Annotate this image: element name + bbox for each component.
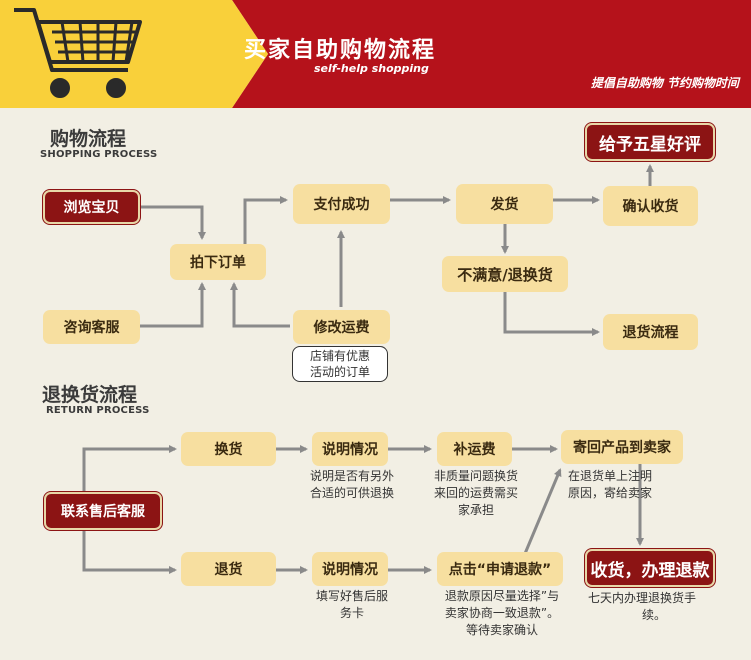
return-node: 退货 <box>181 552 276 586</box>
explain-exchange-node: 说明情况 <box>312 432 388 466</box>
page-title: 买家自助购物流程 <box>244 38 437 63</box>
return-section-subtitle: RETURN PROCESS <box>46 405 150 416</box>
ship-node: 发货 <box>456 184 553 224</box>
extra-shipping-node: 补运费 <box>437 432 512 466</box>
banner-graphic <box>0 0 751 108</box>
exchange-node: 换货 <box>181 432 276 466</box>
slogan: 提倡自助购物 节约购物时间 <box>590 76 739 90</box>
page-subtitle: self-help shopping <box>314 62 429 75</box>
shopping-section-title: 购物流程 <box>50 128 127 150</box>
header-banner: 买家自助购物流程 self-help shopping 提倡自助购物 节约购物时… <box>0 0 751 108</box>
apply-refund-node: 点击“申请退款” <box>437 552 563 586</box>
apply-refund-note: 退款原因尽量选择”与 卖家协商一致退款”。 等待卖家确认 <box>444 589 560 637</box>
receive-refund-note: 七天内办理退换货手 续。 <box>588 591 697 622</box>
explain-exchange-note: 说明是否有另外 合适的可供退换 <box>309 469 394 500</box>
shopping-cart-icon <box>14 8 142 98</box>
explain-return-note: 填写好售后服 务卡 <box>315 589 388 620</box>
send-back-node: 寄回产品到卖家 <box>561 430 683 464</box>
five-star-review-node: 给予五星好评 <box>585 123 715 161</box>
send-back-note: 在退货单上注明 原因，寄给卖家 <box>568 469 653 500</box>
extra-shipping-note: 非质量问题换货 来回的运费需买 家承担 <box>433 469 518 517</box>
refund-process-node: 退货流程 <box>603 314 698 350</box>
receive-refund-node: 收货，办理退款 <box>585 549 715 587</box>
browse-item-node: 浏览宝贝 <box>43 190 140 224</box>
modify-shipping-note: 店铺有优惠 活动的订单 <box>292 346 388 382</box>
shopping-section-subtitle: SHOPPING PROCESS <box>40 149 158 160</box>
confirm-receipt-node: 确认收货 <box>603 186 698 226</box>
payment-success-node: 支付成功 <box>293 184 390 224</box>
consult-service-node: 咨询客服 <box>43 310 140 344</box>
explain-return-node: 说明情况 <box>312 552 388 586</box>
modify-shipping-node: 修改运费 <box>293 310 390 344</box>
return-section-title: 退换货流程 <box>42 384 138 406</box>
place-order-node: 拍下订单 <box>170 244 266 280</box>
contact-aftersales-node: 联系售后客服 <box>44 492 162 530</box>
unsatisfied-return-node: 不满意/退换货 <box>442 256 568 292</box>
